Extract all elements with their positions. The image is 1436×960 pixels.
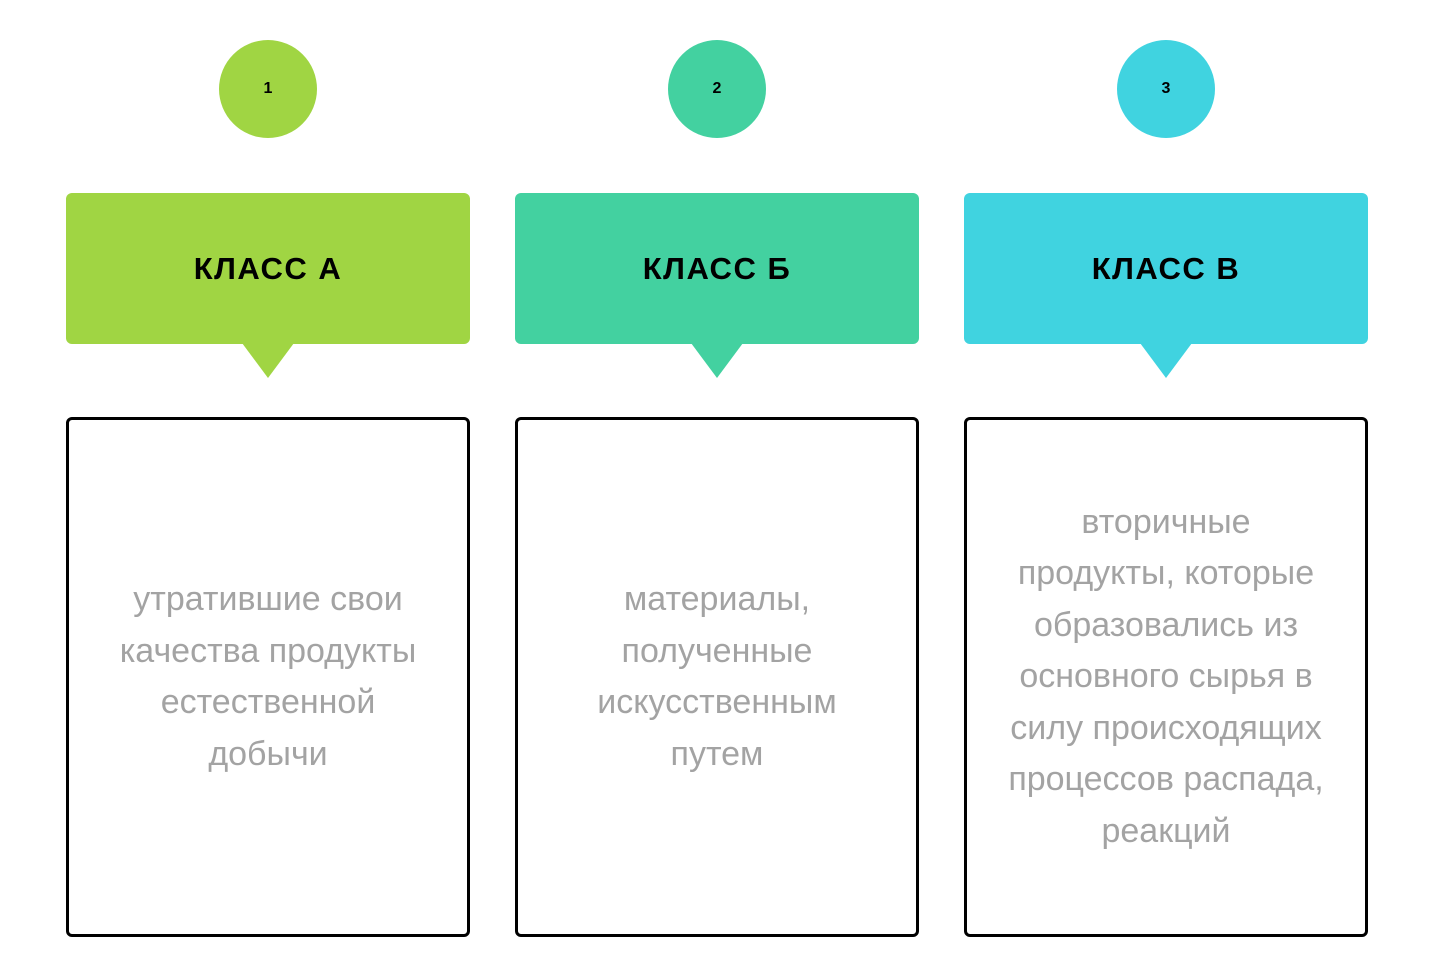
pointer-triangle	[242, 343, 294, 378]
column-class-v: 3 КЛАСС В вторичные продукты, которые об…	[964, 0, 1368, 960]
class-description: утратившие свои качества продукты естест…	[66, 417, 470, 937]
column-class-b: 2 КЛАСС Б материалы, полученные искусств…	[515, 0, 919, 960]
step-number-badge: 2	[668, 40, 766, 138]
class-description: вторичные продукты, которые образовались…	[964, 417, 1368, 937]
class-header: КЛАСС А	[66, 193, 470, 344]
class-header: КЛАСС Б	[515, 193, 919, 344]
class-header: КЛАСС В	[964, 193, 1368, 344]
column-class-a: 1 КЛАСС А утратившие свои качества проду…	[66, 0, 470, 960]
step-number-badge: 1	[219, 40, 317, 138]
step-number-badge: 3	[1117, 40, 1215, 138]
class-description: материалы, полученные искусственным путе…	[515, 417, 919, 937]
pointer-triangle	[1140, 343, 1192, 378]
pointer-triangle	[691, 343, 743, 378]
